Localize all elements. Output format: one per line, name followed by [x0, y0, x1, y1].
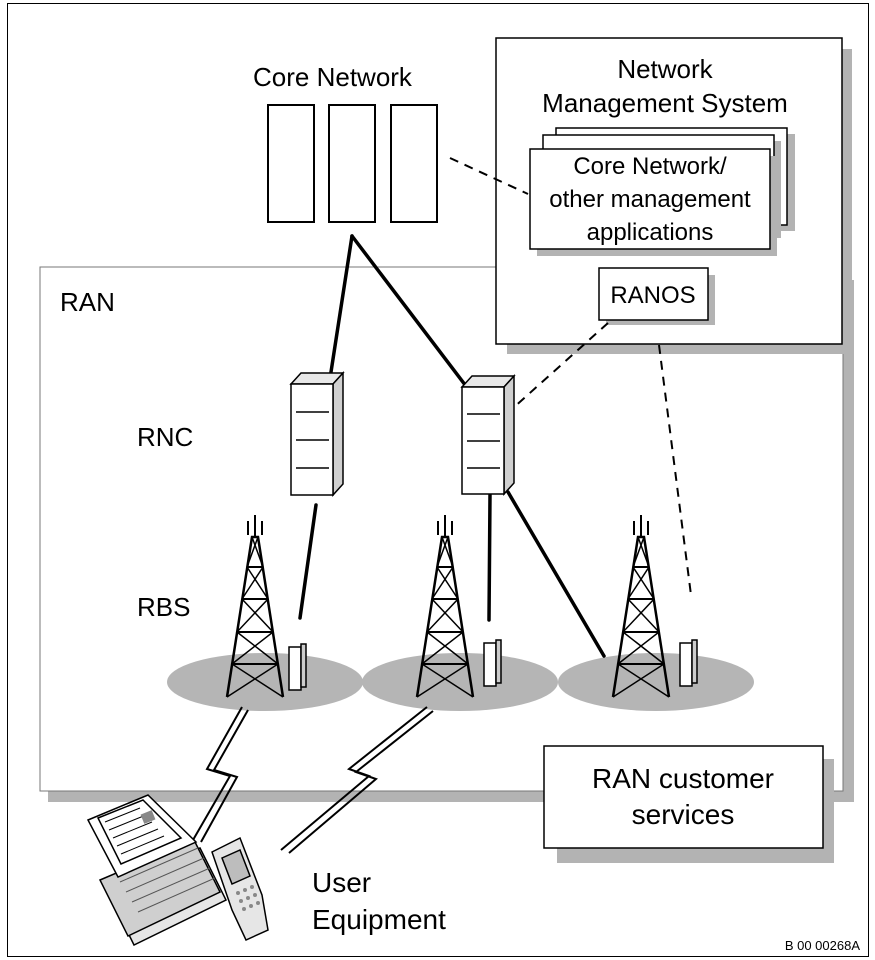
rnc-label: RNC [137, 422, 193, 452]
apps-line2: other management [549, 186, 751, 213]
figure-id: B 00 00268A [785, 938, 861, 953]
core-network-nodes [267, 104, 438, 223]
customer-services-line1: RAN customer [592, 763, 774, 794]
ran-label: RAN [60, 287, 115, 317]
nms-title-line2: Management System [542, 88, 788, 118]
rnc-cabinet-2 [460, 374, 516, 496]
cell-1 [167, 653, 363, 711]
customer-services-line2: services [632, 799, 735, 830]
rbs-cells [167, 653, 754, 711]
nms-title-line1: Network [617, 54, 713, 84]
rbs-cabinet-3 [679, 639, 698, 687]
radio-link-2 [280, 706, 434, 854]
management-apps-stack [529, 127, 795, 256]
mobile-phone-icon [211, 836, 269, 941]
user-equipment-line1: User [312, 867, 371, 898]
core-node-2 [328, 104, 376, 223]
radio-links [192, 706, 434, 854]
customer-services-box [543, 745, 824, 849]
transport-links [298, 234, 606, 658]
rbs-cabinet-2 [483, 639, 502, 687]
radio-link-1 [192, 706, 249, 843]
rnc-cabinet-1 [289, 371, 345, 497]
core-network-label: Core Network [253, 62, 413, 92]
apps-line1: Core Network/ [573, 153, 727, 180]
core-node-1 [267, 104, 315, 223]
figure-frame [7, 3, 869, 957]
rbs-cabinet-1 [288, 643, 307, 691]
ranos-box [598, 267, 709, 321]
rbs-cabinets [288, 639, 698, 691]
user-equipment-line2: Equipment [312, 904, 446, 935]
core-node-3 [390, 104, 438, 223]
ranos-label: RANOS [610, 282, 695, 309]
rbs-label: RBS [137, 592, 190, 622]
apps-line3: applications [587, 219, 714, 246]
cell-3 [558, 653, 754, 711]
cell-2 [362, 653, 558, 711]
laptop-icon [86, 794, 228, 947]
management-links [449, 157, 692, 596]
